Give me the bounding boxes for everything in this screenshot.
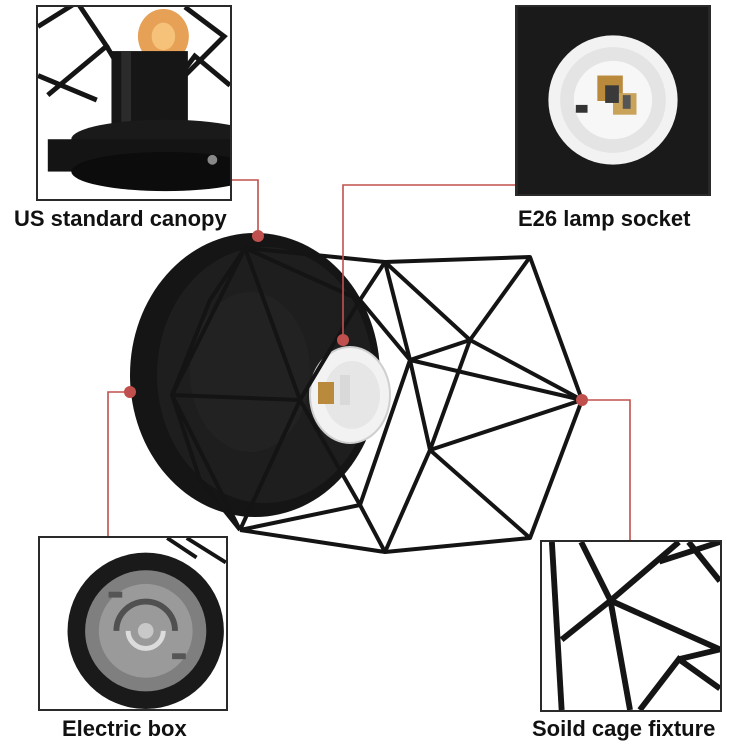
electric-box-closeup-image: [40, 538, 226, 709]
lamp-socket: [309, 346, 391, 444]
canopy-backplate: [130, 233, 380, 517]
cage-frame: [170, 246, 584, 554]
caption-electric-box: Electric box: [62, 716, 187, 741]
cage-closeup-image: [542, 542, 720, 710]
inset-socket: [515, 5, 711, 196]
caption-canopy: US standard canopy: [14, 206, 227, 231]
inset-electric-box: [38, 536, 228, 711]
caption-socket: E26 lamp socket: [518, 206, 691, 231]
callout-lines: [107, 179, 631, 540]
caption-cage: Soild cage fixture: [532, 716, 716, 741]
inset-canopy: [36, 5, 232, 201]
canopy-closeup-image: [38, 7, 230, 199]
inset-cage: [540, 540, 722, 712]
socket-closeup-image: [517, 7, 709, 194]
